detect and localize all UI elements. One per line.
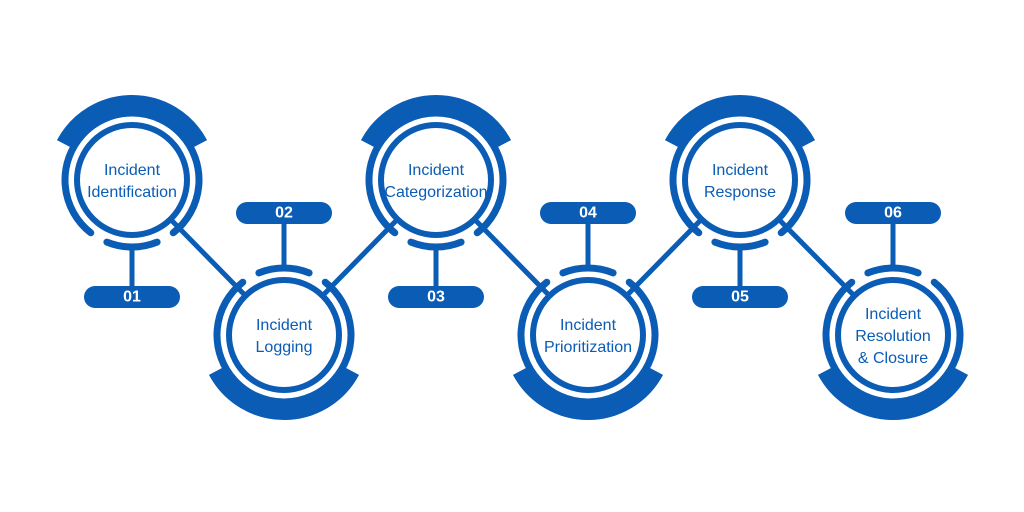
step-01-middle-ring	[61, 109, 203, 237]
step-06-outer-cap	[817, 366, 969, 420]
step-02-inner-ring	[226, 277, 342, 393]
step-04-number: 04	[579, 205, 597, 222]
step-03-label-line-2: Categorization	[384, 184, 487, 201]
step-06-accent-arc	[864, 264, 922, 277]
step-02-accent-arc	[255, 264, 313, 277]
step-05-number: 05	[731, 289, 749, 306]
step-04-inner-ring	[530, 277, 646, 393]
step-01-number: 01	[123, 289, 141, 306]
step-01-label-line-2: Identification	[87, 184, 177, 201]
step-02-label-line-1: Incident	[256, 317, 313, 334]
step-01-outer-cap	[56, 95, 208, 149]
step-03-number: 03	[427, 289, 445, 306]
step-04-label-line-2: Prioritization	[544, 339, 632, 356]
step-04-badge	[540, 202, 636, 224]
step-04-accent-arc	[559, 264, 617, 277]
step-02-label-line-2: Logging	[256, 339, 313, 356]
step-02-outer-cap	[208, 366, 360, 420]
step-02-badge	[236, 202, 332, 224]
step-04-middle-ring	[517, 278, 659, 406]
step-03-middle-ring	[365, 109, 507, 237]
step-06-label-line-3: & Closure	[858, 350, 928, 367]
step-01-badge	[84, 286, 180, 308]
step-05-inner-ring	[682, 122, 798, 238]
step-03-accent-arc	[407, 238, 465, 251]
step-05-badge	[692, 286, 788, 308]
step-06-label-line-2: Resolution	[855, 328, 931, 345]
step-04-label-line-1: Incident	[560, 317, 617, 334]
step-01-label-line-1: Incident	[104, 162, 161, 179]
step-06-number: 06	[884, 205, 902, 222]
step-06-label-line-1: Incident	[865, 306, 922, 323]
step-01-inner-ring	[74, 122, 190, 238]
step-03-inner-ring	[378, 122, 494, 238]
step-02-middle-ring	[213, 278, 355, 406]
step-05-label-line-2: Response	[704, 184, 776, 201]
step-05-label-line-1: Incident	[712, 162, 769, 179]
process-steps: 01IncidentIdentification02IncidentLoggin…	[56, 95, 969, 420]
step-05-middle-ring	[669, 109, 811, 237]
step-03-outer-cap	[360, 95, 512, 149]
step-01-accent-arc	[103, 238, 161, 251]
step-03-badge	[388, 286, 484, 308]
step-03-label-line-1: Incident	[408, 162, 465, 179]
step-05-accent-arc	[711, 238, 769, 251]
step-06-inner-ring	[835, 277, 951, 393]
step-06-middle-ring	[822, 278, 964, 406]
step-05-outer-cap	[664, 95, 816, 149]
step-04-outer-cap	[512, 366, 664, 420]
step-02-number: 02	[275, 205, 293, 222]
step-06-badge	[845, 202, 941, 224]
